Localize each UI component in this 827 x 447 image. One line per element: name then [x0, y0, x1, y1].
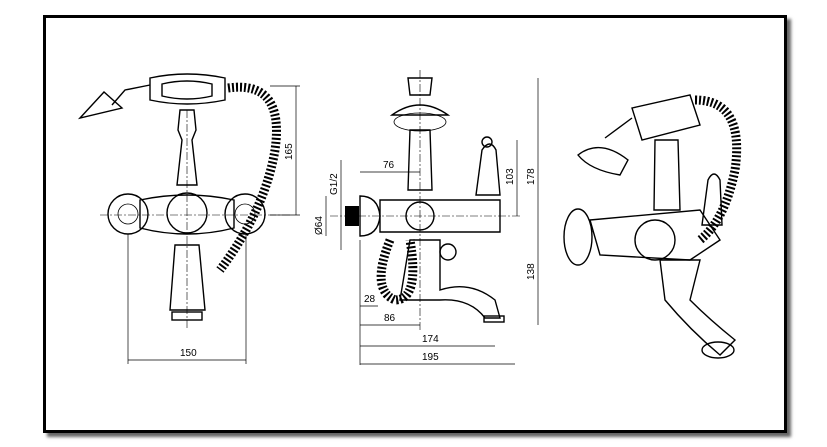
dim-g12: G1/2 — [329, 173, 340, 195]
dim-103: 103 — [505, 168, 516, 185]
dim-150: 150 — [180, 348, 197, 359]
dim-178: 178 — [526, 168, 537, 185]
dim-86: 86 — [384, 313, 396, 324]
dim-195: 195 — [422, 352, 439, 363]
dim-165: 165 — [284, 143, 295, 160]
thread-connector — [345, 206, 359, 226]
dim-76: 76 — [383, 160, 395, 171]
perspective-view — [563, 94, 742, 359]
dim-174: 174 — [422, 334, 439, 345]
dim-o64: Ø64 — [314, 216, 325, 235]
dim-138: 138 — [526, 263, 537, 280]
drawing-frame — [43, 15, 787, 433]
side-view: 76 G1/2 Ø64 103 178 138 28 86 174 195 — [314, 70, 539, 365]
dim-28: 28 — [364, 294, 376, 305]
front-view: 165 150 — [77, 73, 300, 364]
